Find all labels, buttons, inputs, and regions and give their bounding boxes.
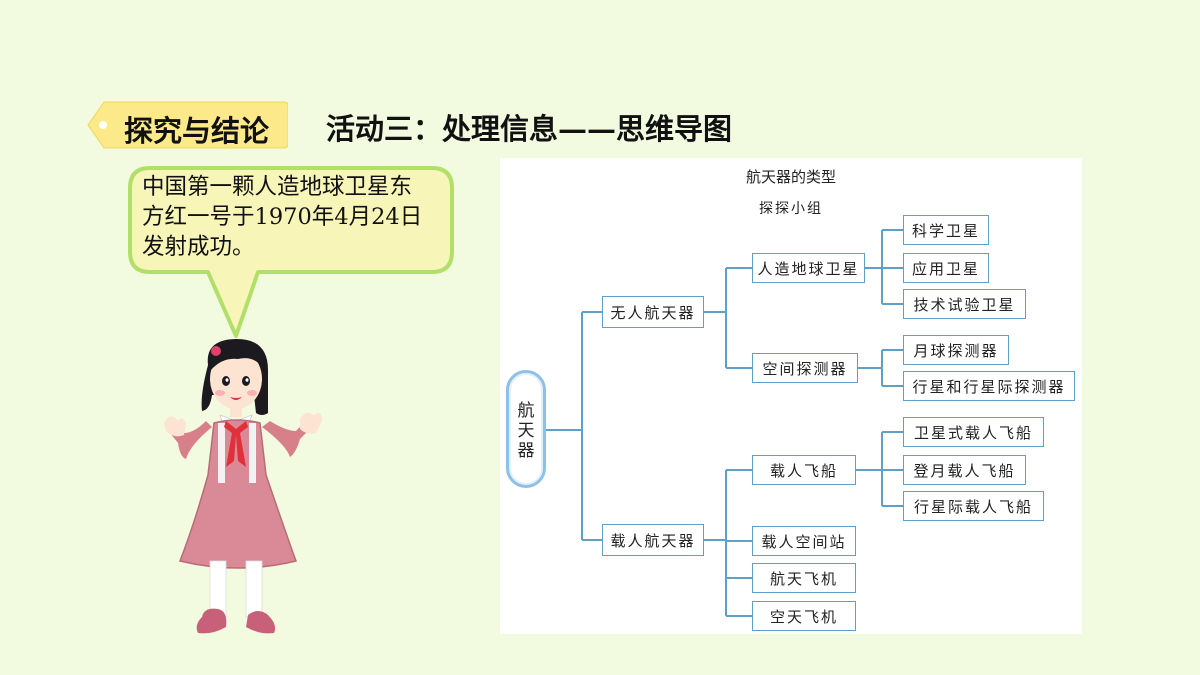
root-char: 航: [517, 401, 535, 421]
mindmap-leaf: 行星际载人飞船: [903, 491, 1044, 521]
mindmap-title: 航天器的类型: [745, 169, 836, 186]
root-char: 器: [517, 441, 535, 461]
mindmap-node-spaceplane: 空天飞机: [752, 601, 856, 631]
root-label: 航 天 器: [509, 401, 543, 461]
mindmap-leaf: 卫星式载人飞船: [903, 417, 1044, 447]
mindmap-node-spaceship: 载人飞船: [752, 455, 856, 485]
mindmap-node-probe: 空间探测器: [752, 353, 858, 383]
mindmap-node-unmanned: 无人航天器: [602, 296, 704, 328]
mindmap-node-station: 载人空间站: [752, 526, 856, 556]
mindmap-leaf: 技术试验卫星: [903, 289, 1026, 319]
speech-line: 中国第一颗人造地球卫星东: [142, 174, 413, 200]
mindmap-leaf: 应用卫星: [903, 253, 989, 283]
activity-title: 活动三：处理信息——思维导图: [326, 112, 733, 146]
tag-dot-icon: [99, 121, 107, 129]
mindmap-leaf: 月球探测器: [903, 335, 1009, 365]
mindmap-node-satellite: 人造地球卫星: [752, 253, 865, 283]
mindmap-leaf: 登月载人飞船: [903, 455, 1026, 485]
mindmap-node-manned: 载人航天器: [602, 524, 704, 556]
mindmap-subtitle: 探探小组: [759, 201, 823, 217]
speech-text: 中国第一颗人造地球卫星东 方红一号于1970年4月24日 发射成功。: [142, 172, 452, 262]
speech-line: 发射成功。: [142, 234, 255, 260]
mindmap-node-shuttle: 航天飞机: [752, 563, 856, 593]
root-char: 天: [517, 421, 535, 441]
mindmap-connectors: [546, 229, 903, 617]
mindmap-root-node: 航 天 器: [506, 370, 546, 488]
mindmap-panel: 航天器的类型 探探小组: [500, 158, 1082, 634]
mindmap-leaf: 科学卫星: [903, 215, 989, 245]
section-tag-label: 探究与结论: [124, 114, 270, 148]
speech-line: 方红一号于1970年4月24日: [142, 204, 423, 230]
girl-illustration-icon: [164, 338, 322, 634]
section-tag: 探究与结论: [86, 100, 288, 150]
mindmap-leaf: 行星和行星际探测器: [903, 371, 1075, 401]
